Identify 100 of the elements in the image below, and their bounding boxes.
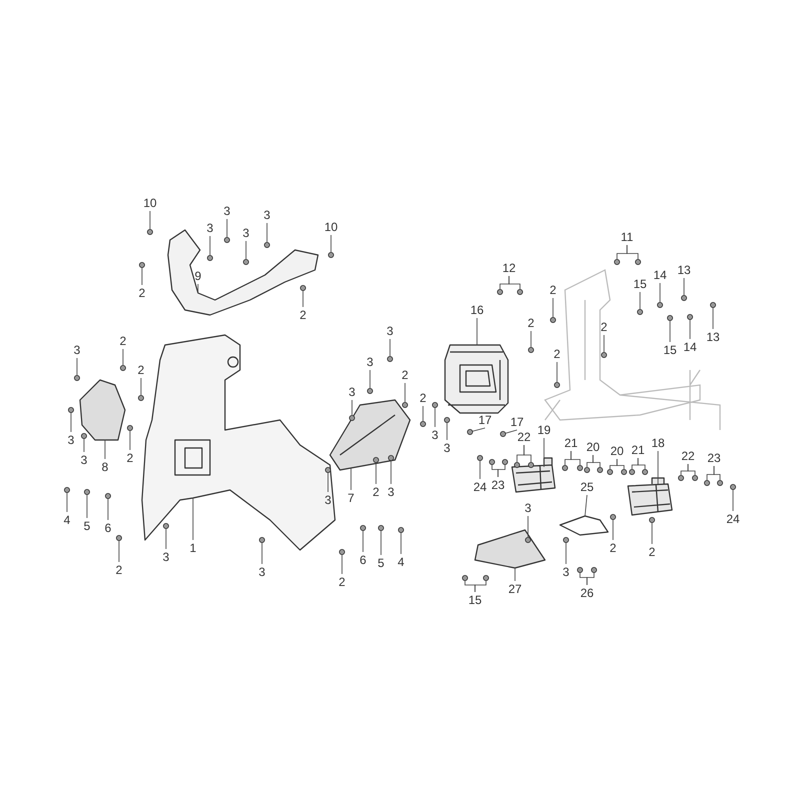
fastener [477,455,483,461]
callout-number: 3 [386,324,394,338]
callout-number: 2 [648,545,656,559]
callout-number: 15 [468,593,482,607]
fastener [502,459,508,465]
callout-number: 20 [586,440,600,454]
callout-number: 23 [491,478,505,492]
leader-line [474,580,486,592]
leader-line [266,222,268,243]
callout-number: 4 [64,513,70,527]
callout-number: 17 [478,413,492,427]
callout-number: 3 [562,565,570,579]
leader-line [362,530,364,552]
leader-line [226,218,228,238]
fastener [64,487,70,493]
callout-number: 3 [366,355,374,369]
leader-line [556,362,558,383]
mount-bracket [559,515,609,536]
callout-number: 1 [190,541,196,555]
leader-line [714,466,720,481]
callout-number: 20 [610,444,624,458]
callout-number: 14 [653,268,667,282]
callout-number: 2 [550,283,556,297]
fastener [462,575,468,581]
callout-number: 5 [84,519,90,533]
fastener [398,527,404,533]
leader-line [422,406,424,422]
fastener [710,302,716,308]
leader-line [118,540,120,562]
fastener [554,382,560,388]
callout-number: 3 [68,433,74,447]
leader-line [104,440,106,460]
fastener [550,317,556,323]
fastener [224,237,230,243]
callout-number: 11 [620,230,634,244]
callout-number: 2 [138,363,144,377]
callout-number: 2 [600,320,608,334]
callout-number: 19 [537,423,551,437]
leader-line [514,568,516,582]
headlight [444,344,509,414]
leader-line [446,422,448,440]
fastener [614,259,620,265]
fastener [378,525,384,531]
leader-line [476,318,478,346]
callout-number: 2 [300,308,306,322]
callout-number: 16 [470,303,484,317]
callout-number: 6 [360,553,366,567]
fastener [120,365,126,371]
callout-number: 2 [372,485,380,499]
leader-line [712,307,714,330]
leader-line [330,234,332,253]
callout-number: 3 [264,208,270,222]
leader-line [76,358,78,376]
callout-number: 2 [120,334,126,348]
fastener [629,469,635,475]
fastener [692,475,698,481]
callout-number: 2 [116,563,122,577]
callout-number: 2 [528,316,534,330]
leader-line [524,444,532,463]
callout-number: 2 [554,347,560,361]
side-light [79,379,126,441]
callout-number: 3 [444,441,450,455]
leader-line [86,494,88,518]
callout-number: 2 [610,541,616,555]
fastener [420,421,426,427]
fastener [601,352,607,358]
callout-number: 14 [683,340,697,354]
fastener [635,259,641,265]
fastener [528,347,534,353]
callout-number: 10 [324,220,338,234]
callout-number: 8 [102,460,108,474]
callout-number: 13 [677,263,691,277]
callout-number: 2 [138,286,146,300]
fastener [730,484,736,490]
leader-line [688,464,696,476]
callout-number: 2 [338,575,346,589]
callout-number: 2 [126,451,134,465]
callout-number: 17 [510,415,524,429]
callout-number: 3 [74,343,80,357]
callout-number: 21 [631,443,645,457]
fastener [577,567,583,573]
callout-number: 3 [258,565,266,579]
fastener [483,575,489,581]
callout-number: 22 [681,449,695,463]
callout-number: 9 [194,269,202,283]
callout-number: 27 [508,582,522,596]
leader-line [616,458,624,470]
callout-number: 2 [402,368,408,382]
callout-number: 24 [473,480,487,494]
fastener [621,469,627,475]
callout-number: 3 [242,226,250,240]
leader-line [638,458,646,470]
fastener [610,514,616,520]
callout-number: 7 [348,491,354,505]
side-light [329,399,411,471]
fastener [138,395,144,401]
fastener [678,475,684,481]
fastener [562,465,568,471]
callout-number: 12 [502,261,516,275]
fastener [367,388,373,394]
